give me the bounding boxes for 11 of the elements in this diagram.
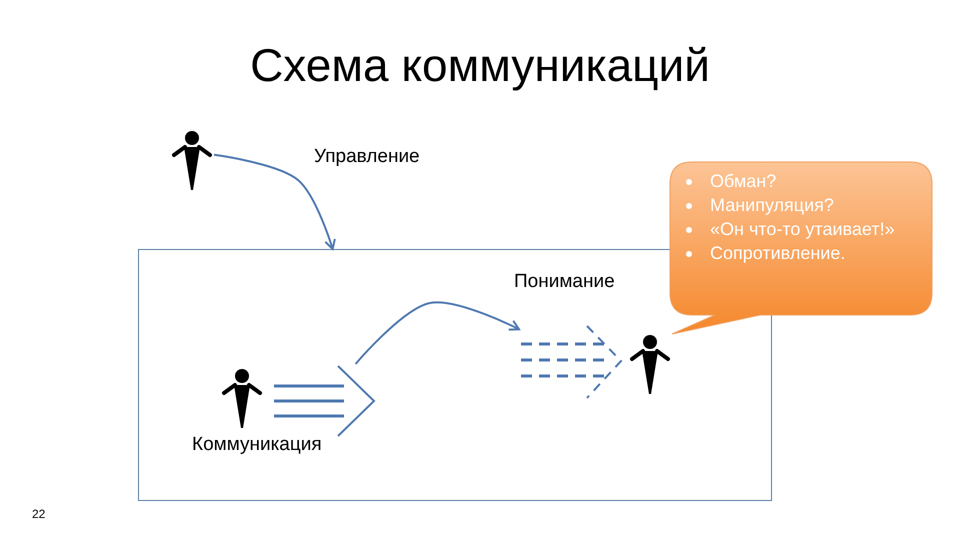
person-icon: [628, 334, 672, 396]
bullet-item: Сопротивление.: [710, 243, 846, 263]
bullet-item: Манипуляция?: [710, 195, 834, 215]
bullet-item: Обман?: [710, 171, 776, 191]
bullet-item: «Он что-то утаивает!»: [710, 219, 895, 239]
node-label: Коммуникация: [192, 434, 322, 456]
person-icon: [170, 130, 214, 192]
curved-arrow: [354, 301, 520, 365]
edge-label: Управление: [312, 146, 422, 169]
slide-title: Схема коммуникаций: [249, 38, 711, 92]
curved-arrow: [214, 154, 336, 250]
